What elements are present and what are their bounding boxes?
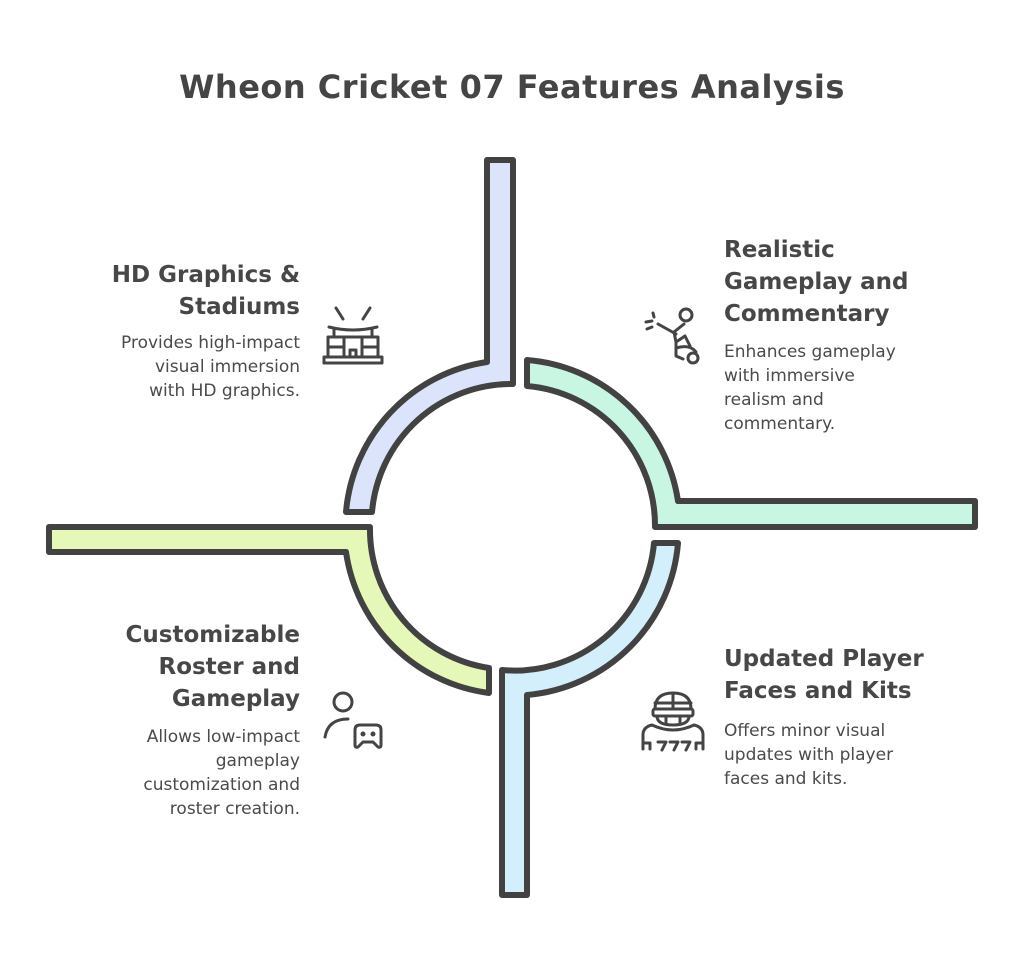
- segment-bottom-left: [46, 524, 492, 696]
- feature-description: Allows low-impact gameplay customization…: [60, 725, 300, 821]
- title-line: Realistic: [724, 237, 835, 263]
- segment-bottom-right: [499, 540, 681, 898]
- description-line: Allows low-impact: [146, 727, 300, 747]
- description-line: Provides high-impact: [121, 333, 300, 353]
- title-line: Stadiums: [178, 294, 300, 320]
- feature-description: Enhances gameplay with immersive realism…: [724, 340, 984, 436]
- feature-title: Realistic Gameplay and Commentary: [724, 234, 984, 330]
- description-line: updates with player: [724, 745, 894, 765]
- title-line: Customizable: [125, 622, 300, 648]
- user-gamepad-icon: [323, 691, 383, 749]
- feature-hd-graphics: HD Graphics & Stadiums Provides high-imp…: [60, 259, 300, 403]
- description-line: Enhances gameplay: [724, 342, 896, 362]
- feature-title: Customizable Roster and Gameplay: [60, 619, 300, 715]
- stadium-icon: [322, 306, 384, 365]
- title-line: Roster and: [158, 654, 300, 680]
- title-line: Commentary: [724, 301, 890, 327]
- description-line: gameplay: [215, 751, 300, 771]
- feature-customizable-roster: Customizable Roster and Gameplay Allows …: [60, 619, 300, 821]
- description-line: roster creation.: [169, 799, 300, 819]
- segment-top-right: [524, 357, 978, 530]
- batsman-icon: [644, 307, 700, 365]
- page-title: Wheon Cricket 07 Features Analysis: [179, 68, 845, 106]
- feature-title: Updated Player Faces and Kits: [724, 643, 984, 707]
- description-line: with HD graphics.: [149, 381, 300, 401]
- feature-description: Offers minor visual updates with player …: [724, 719, 984, 791]
- description-line: commentary.: [724, 414, 836, 434]
- feature-realistic-gameplay: Realistic Gameplay and Commentary Enhanc…: [724, 234, 984, 436]
- feature-updated-player-faces: Updated Player Faces and Kits Offers min…: [724, 643, 984, 791]
- helmet-player-icon: [641, 691, 705, 752]
- title-line: Updated Player: [724, 646, 924, 672]
- description-line: visual immersion: [154, 357, 300, 377]
- description-line: realism and: [724, 390, 824, 410]
- description-line: faces and kits.: [724, 769, 848, 789]
- feature-title: HD Graphics & Stadiums: [60, 259, 300, 323]
- description-line: customization and: [143, 775, 300, 795]
- title-line: Gameplay: [171, 686, 300, 712]
- feature-description: Provides high-impact visual immersion wi…: [60, 331, 300, 403]
- title-line: HD Graphics &: [111, 262, 300, 288]
- title-line: Gameplay and: [724, 269, 909, 295]
- description-line: Offers minor visual: [724, 721, 886, 741]
- title-line: Faces and Kits: [724, 678, 912, 704]
- segment-top-left: [343, 157, 516, 515]
- description-line: with immersive: [724, 366, 855, 386]
